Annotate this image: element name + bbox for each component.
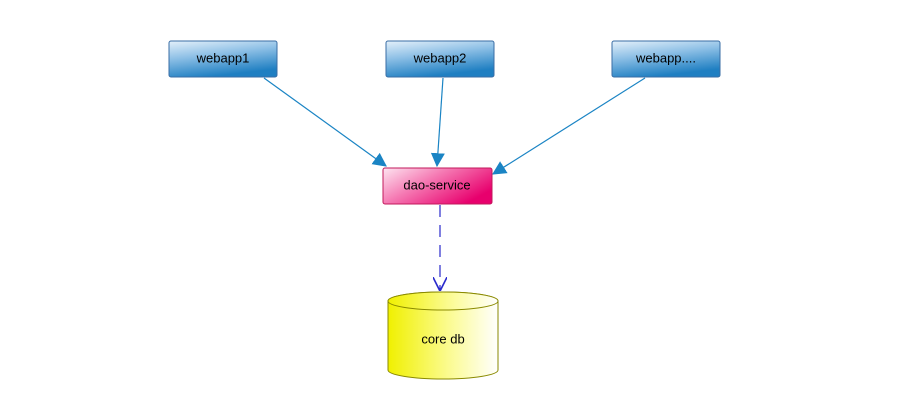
edge-webapp1-to-dao-service xyxy=(263,77,387,167)
node-dao-service-label: dao-service xyxy=(403,177,470,192)
node-dao-service[interactable]: dao-service xyxy=(382,167,493,205)
edge-webapp2-to-dao-service xyxy=(430,77,445,168)
node-webapp3[interactable]: webapp.... xyxy=(611,40,721,78)
node-core-db-label: core db xyxy=(421,331,464,346)
node-core-db[interactable]: core db xyxy=(387,291,499,380)
edges xyxy=(263,77,646,290)
node-webapp2[interactable]: webapp2 xyxy=(385,40,495,78)
node-webapp2-box xyxy=(385,40,495,78)
node-dao-service-box xyxy=(382,167,493,205)
node-webapp3-label: webapp.... xyxy=(635,50,696,65)
edge-webapp3-to-dao-service xyxy=(492,77,646,175)
node-webapp1[interactable]: webapp1 xyxy=(168,40,278,78)
node-webapp2-label: webapp2 xyxy=(413,50,467,65)
database-cylinder-top xyxy=(387,291,499,311)
node-webapp3-box xyxy=(611,40,721,78)
node-webapp1-box xyxy=(168,40,278,78)
node-webapp1-label: webapp1 xyxy=(196,50,250,65)
